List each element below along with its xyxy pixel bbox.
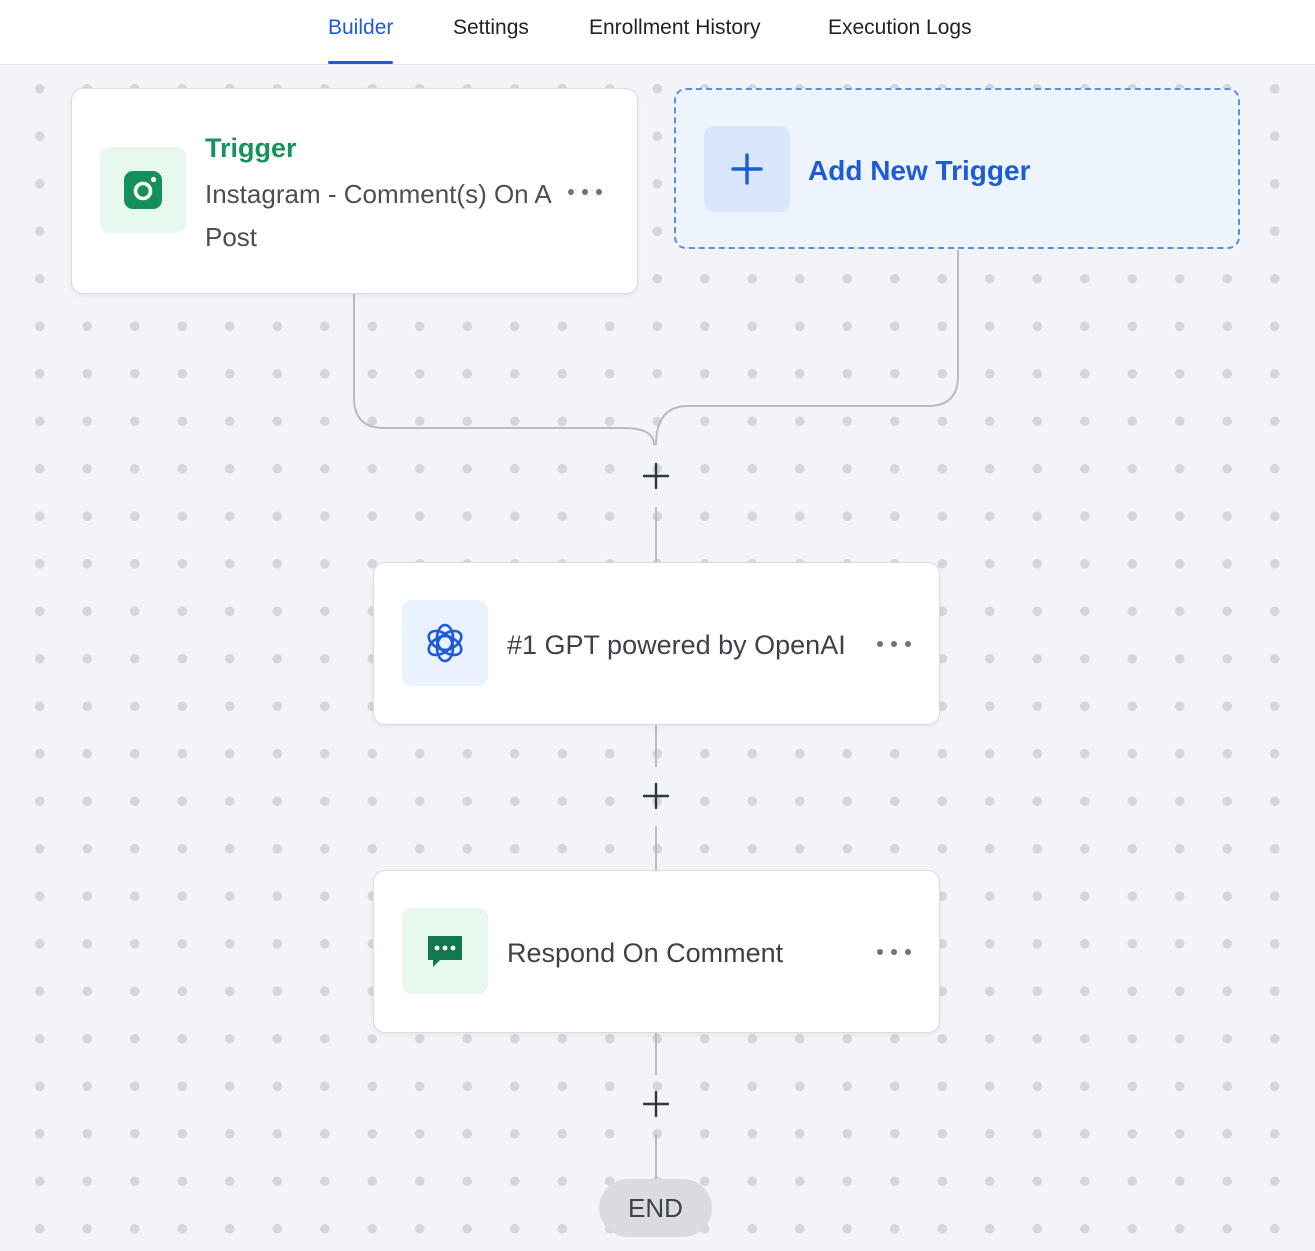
add-new-trigger-button[interactable]: Add New Trigger [674, 88, 1240, 249]
tab-enrollment-history[interactable]: Enrollment History [589, 16, 761, 39]
add-step-button[interactable] [639, 779, 673, 813]
more-options-icon[interactable] [877, 947, 911, 957]
trigger-icon-tile [100, 147, 186, 233]
step-icon-tile [402, 908, 488, 994]
plus-icon [642, 782, 670, 810]
more-options-icon[interactable] [877, 639, 911, 649]
add-step-button[interactable] [639, 459, 673, 493]
tab-execution-logs[interactable]: Execution Logs [828, 16, 972, 39]
plus-icon [642, 1090, 670, 1118]
openai-icon [427, 623, 463, 663]
instagram-icon [124, 171, 162, 209]
tab-builder[interactable]: Builder [328, 0, 394, 64]
tab-settings[interactable]: Settings [453, 16, 529, 39]
end-node: END [599, 1179, 712, 1237]
comment-icon [428, 936, 462, 967]
add-step-button[interactable] [639, 1087, 673, 1121]
add-new-trigger-label: Add New Trigger [808, 155, 1031, 186]
step-label: #1 GPT powered by OpenAI [507, 630, 846, 660]
step-label: Respond On Comment [507, 938, 784, 968]
plus-icon [731, 153, 763, 185]
trigger-description: Instagram - Comment(s) On A Post [205, 179, 551, 252]
add-trigger-icon-tile [704, 126, 790, 212]
plus-icon [642, 462, 670, 490]
step-icon-tile [402, 600, 488, 686]
step-card-respond-on-comment[interactable]: Respond On Comment [373, 870, 940, 1033]
top-nav: Builder Settings Enrollment History Exec… [0, 0, 1315, 65]
trigger-title: Trigger [205, 133, 297, 163]
step-card-openai[interactable]: #1 GPT powered by OpenAI [373, 562, 940, 725]
more-options-icon[interactable] [568, 187, 602, 197]
trigger-card[interactable]: Trigger Instagram - Comment(s) On A Post [71, 88, 638, 294]
